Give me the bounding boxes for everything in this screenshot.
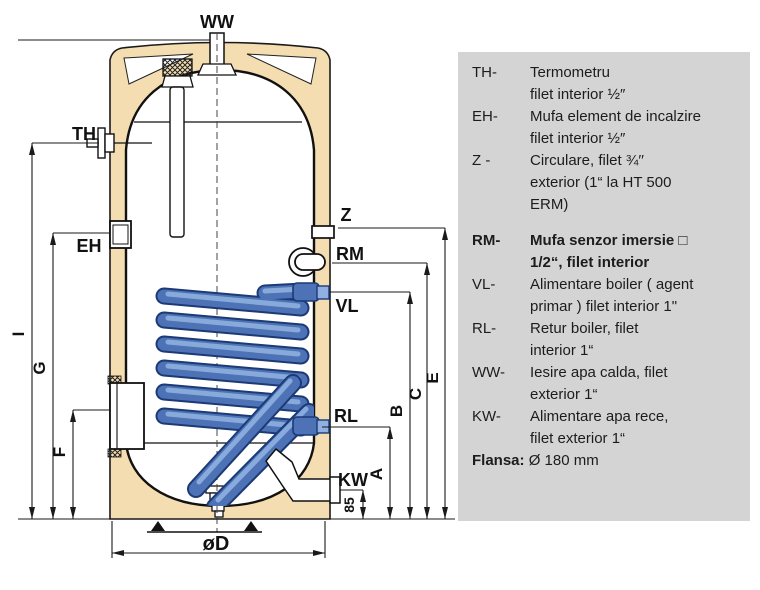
legend-key: EH- [472, 108, 498, 125]
legend-entry-vl: VL- Alimentare boiler ( agent primar ) f… [472, 274, 742, 318]
legend-flansa: Flansa: Ø 180 mm [472, 450, 742, 472]
label-th: TH [72, 124, 96, 144]
legend-text: filet interior ½″ [530, 130, 626, 147]
dim-g: G [30, 361, 49, 374]
anode-plug [162, 58, 193, 77]
vl-stub [292, 282, 330, 302]
label-kw: KW [338, 470, 368, 490]
flansa-label: Flansa: [472, 452, 525, 469]
legend-text: Circulare, filet ¾′′ [530, 152, 644, 169]
legend-text: filet interior ½″ [530, 86, 626, 103]
legend-text: 1/2“, filet interior [530, 254, 650, 271]
legend-text: ERM) [530, 196, 569, 213]
label-rl: RL [334, 406, 358, 426]
legend-key: RL- [472, 320, 497, 337]
rl-stub [292, 416, 330, 436]
dim-f: F [50, 447, 69, 457]
flange-hatch-bottom [107, 448, 122, 458]
legend-text: exterior (1“ la HT 500 [530, 174, 672, 191]
legend-key: TH- [472, 64, 497, 81]
rm-fitting-capsule [294, 253, 326, 271]
legend-key: KW- [472, 408, 501, 425]
dim-diameter: øD [203, 533, 230, 555]
legend-text: Retur boiler, filet [530, 320, 639, 337]
legend-entry-ww: WW- Iesire apa calda, filet exterior 1“ [472, 362, 742, 406]
legend-text: Mufa senzor imersie □ [530, 232, 688, 249]
flange [109, 382, 145, 450]
legend-entry-kw: KW- Alimentare apa rece, filet exterior … [472, 406, 742, 450]
legend-key: RM- [472, 232, 501, 249]
dim-e: E [423, 372, 442, 383]
dimension-lines [18, 39, 455, 558]
heating-coil [155, 282, 314, 506]
eh-socket [109, 220, 132, 249]
legend-key: WW- [472, 364, 506, 381]
legend-text: Alimentare apa rece, [530, 408, 669, 425]
label-vl: VL [335, 296, 358, 316]
legend-text: Termometru [530, 64, 611, 81]
legend-key: VL- [472, 276, 496, 293]
legend-entry-eh: EH- Mufa element de incalzire filet inte… [472, 106, 742, 150]
anode-flange [161, 75, 194, 88]
legend-key: Z - [472, 152, 491, 169]
label-eh: EH [76, 236, 101, 256]
insulation-cutout-right [246, 53, 317, 85]
legend-text: filet exterior 1“ [530, 430, 626, 447]
legend-text: Alimentare boiler ( agent [530, 276, 694, 293]
legend-text: exterior 1“ [530, 386, 598, 403]
anode-tube [169, 86, 185, 238]
legend-entry-rm: RM- Mufa senzor imersie □ 1/2“, filet in… [472, 230, 742, 274]
dim-c: C [406, 388, 425, 400]
legend-entry-rl: RL- Retur boiler, filet interior 1“ [472, 318, 742, 362]
z-stub [311, 225, 335, 239]
feet [147, 521, 262, 533]
legend-panel: TH- Termometru filet interior ½″ EH- Muf… [458, 52, 750, 521]
legend-text: Iesire apa calda, filet [530, 364, 668, 381]
legend-entry-z: Z - Circulare, filet ¾′′ exterior (1“ la… [472, 150, 742, 216]
legend-entry-th: TH- Termometru filet interior ½″ [472, 62, 742, 106]
legend-text: primar ) filet interior 1" [530, 298, 678, 315]
dim-b: B [387, 405, 406, 417]
dim-i: I [9, 332, 28, 337]
flansa-value: Ø 180 mm [528, 452, 599, 469]
dim-a: A [367, 468, 386, 480]
dim-85: 85 [341, 497, 357, 513]
label-z: Z [341, 205, 352, 225]
legend-text: interior 1“ [530, 342, 594, 359]
label-ww: WW [200, 12, 234, 32]
legend-text: Mufa element de incalzire [530, 108, 701, 125]
label-rm: RM [336, 244, 364, 264]
